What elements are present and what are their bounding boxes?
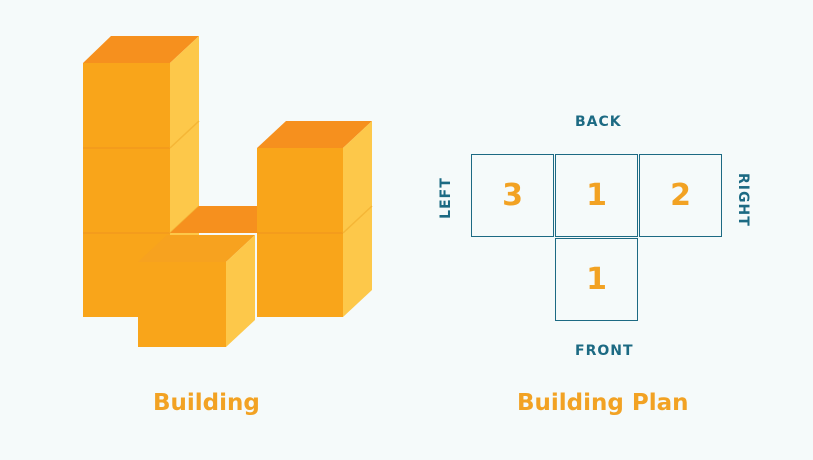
building-caption: Building: [153, 390, 260, 416]
front-cube: [138, 235, 255, 347]
front-cube-front: [138, 262, 226, 347]
front-cube-top: [138, 235, 255, 262]
plan-cell-front: 1: [555, 238, 638, 321]
right-stack-top: [257, 121, 372, 148]
right-stack: [257, 121, 373, 317]
tall-stack-top: [83, 36, 199, 63]
plan-label-left: LEFT: [438, 177, 454, 219]
plan-label-front: FRONT: [575, 343, 634, 359]
plan-cell-middle: 1: [555, 154, 638, 237]
plan-cell-left: 3: [471, 154, 554, 237]
plan-cell-right: 2: [639, 154, 722, 237]
plan-caption: Building Plan: [517, 390, 689, 416]
plan-label-back: BACK: [575, 114, 622, 130]
front-cube-side: [226, 235, 255, 347]
plan-label-right: RIGHT: [735, 173, 751, 227]
